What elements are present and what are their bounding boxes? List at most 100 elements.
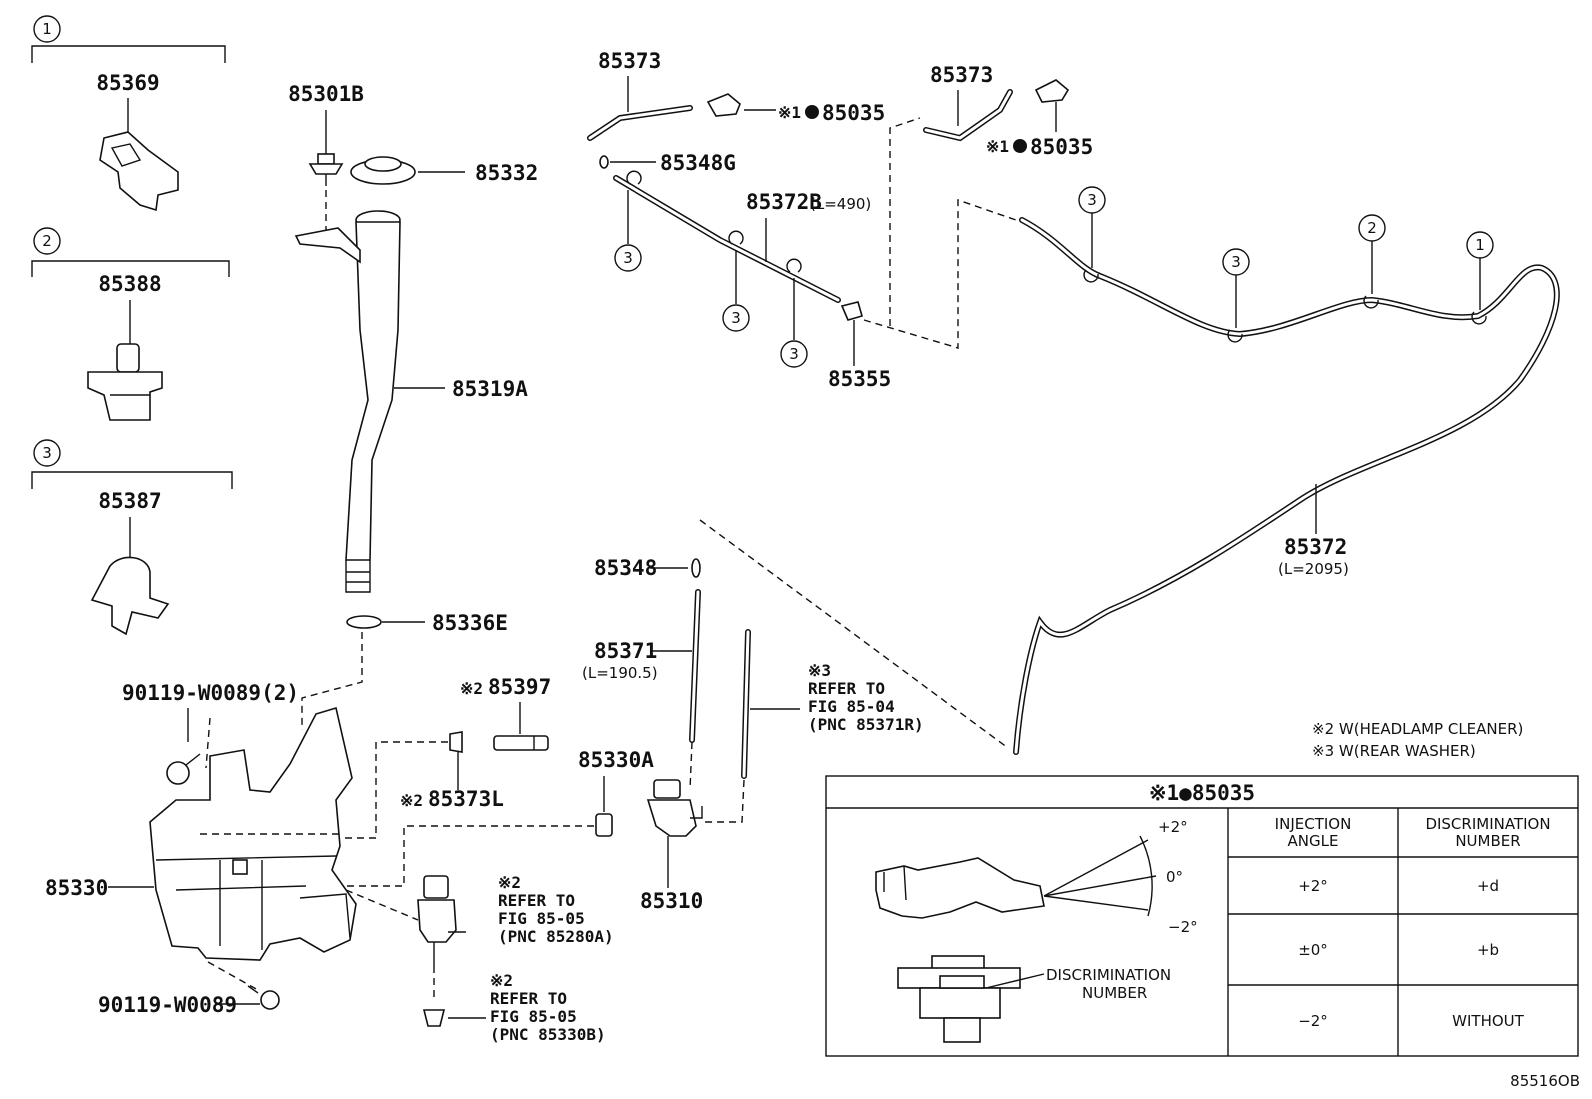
oring-85336E-shape [346,615,382,629]
group-2-number: 2 [42,232,52,250]
ref-85371R-line2[interactable]: FIG 85-04 [808,697,895,716]
table-cell-angle-3: −2° [1298,1012,1328,1030]
note-rear-washer: ※3 W(REAR WASHER) [1312,742,1476,760]
bolt-90119-upper-shape [166,753,201,785]
part-85369-label[interactable]: 85369 [96,71,159,95]
spray-angle-minus: −2° [1168,918,1198,936]
pump-85280A-shape [417,875,466,966]
clip-85301B-shape [308,153,344,186]
spray-angle-plus: +2° [1158,818,1188,836]
part-85397-label[interactable]: 85397 [488,675,551,699]
hose-85372-shape [1013,217,1560,755]
clip-85388-shape [87,343,163,421]
bullet-left-icon [805,105,819,119]
nozzle-table: ※1●85035 INJECTION ANGLE DISCRIMINATION … [825,775,1579,1057]
mark-1-left: ※1 [778,103,801,122]
ref-85280A: ※2 REFER TO FIG 85-05 (PNC 85280A) [498,873,614,946]
table-header-angle: ANGLE [1288,832,1339,850]
ref-85330B-mark: ※2 [490,971,513,990]
part-85336E-label[interactable]: 85336E [432,611,508,635]
tank-assembly: 90119-W0089(2) 85330 90119-W0089 ※2 8539… [45,675,703,1044]
nozzle-85035-left-shape [706,93,741,117]
part-85035-right-label[interactable]: 85035 [1030,135,1093,159]
part-85372B-length: (L=490) [810,195,871,213]
disc-label-line2: NUMBER [1082,984,1147,1002]
part-85371-label[interactable]: 85371 [594,639,657,663]
ref-85280A-line3[interactable]: (PNC 85280A) [498,927,614,946]
table-cell-number-2: +b [1477,941,1499,959]
figure-id: 85516OB [1510,1072,1580,1090]
ref-85371R-line3[interactable]: (PNC 85371R) [808,715,924,734]
part-85310-label[interactable]: 85310 [640,889,703,913]
filler-neck-85319A-shape [294,210,401,593]
ref-85371R-line1[interactable]: REFER TO [808,679,885,698]
grommet-85373L-shape [449,731,463,753]
part-85301B-label[interactable]: 85301B [288,82,364,106]
clip-marker-1: 1 [1475,236,1485,254]
clip-85369-shape [99,131,179,212]
part-85372-length: (L=2095) [1278,560,1349,578]
part-85355-label[interactable]: 85355 [828,367,891,391]
part-85035-left-label[interactable]: 85035 [822,101,885,125]
table-header-discrimination: DISCRIMINATION [1425,815,1550,833]
ref-85280A-line2[interactable]: FIG 85-05 [498,909,585,928]
part-85372B-label[interactable]: 85372B [746,190,822,214]
mark-2-85373L: ※2 [400,791,423,810]
part-85388-label[interactable]: 85388 [98,272,161,296]
group-3-number: 3 [42,444,52,462]
table-header-injection: INJECTION [1275,815,1352,833]
nozzle-85035-right-shape [1034,79,1070,103]
group-2: 2 85388 [31,227,230,421]
spray-angle-zero: 0° [1166,868,1183,886]
part-85330-label[interactable]: 85330 [45,876,108,900]
group-1-number: 1 [42,20,52,38]
cap-85332-shape [350,156,416,185]
clip-marker-3c: 3 [789,345,799,363]
part-85332-label[interactable]: 85332 [475,161,538,185]
bullet-right-icon [1013,139,1027,153]
clip-85387-shape [90,556,170,636]
cap-85348G-shape [599,155,609,169]
part-85373-left-label[interactable]: 85373 [598,49,661,73]
joint-85330B-shape [422,1009,446,1027]
table-cell-angle-2: ±0° [1298,941,1328,959]
ref-85371R: ※3 REFER TO FIG 85-04 (PNC 85371R) [808,661,924,734]
joint-85355-shape [840,301,863,321]
part-85387-label[interactable]: 85387 [98,489,161,513]
part-85319A-label[interactable]: 85319A [452,377,528,401]
cap-85348-shape [691,558,701,578]
part-85373L-label[interactable]: 85373L [428,787,504,811]
ref-85330B-line3[interactable]: (PNC 85330B) [490,1025,606,1044]
grommet-85330A-shape [595,813,613,837]
mark-2-85397: ※2 [460,679,483,698]
plug-85397-shape [493,735,549,751]
table-header-number: NUMBER [1455,832,1520,850]
nozzle-spray-illustration: +2° 0° −2° [875,818,1198,936]
note-headlamp-cleaner: ※2 W(HEADLAMP CLEANER) [1312,720,1523,738]
clip-marker-3d: 3 [1087,191,1097,209]
clip-marker-2: 2 [1367,219,1377,237]
part-85348G-label[interactable]: 85348G [660,151,736,175]
part-85372-label[interactable]: 85372 [1284,535,1347,559]
mark-1-right: ※1 [986,137,1009,156]
part-85348-label[interactable]: 85348 [594,556,657,580]
part-85330A-label[interactable]: 85330A [578,748,654,772]
part-90119-W0089-2-label[interactable]: 90119-W0089(2) [122,681,299,705]
rear-hose-group: 85348 85371 (L=190.5) ※3 REFER TO FIG 85… [582,519,1009,823]
ref-85330B-line2[interactable]: FIG 85-05 [490,1007,577,1026]
upper-hose-group: 85373 ※1 85035 85348G 85372B (L=490) 3 3… [587,49,1560,755]
part-85373-right-label[interactable]: 85373 [930,63,993,87]
clip-marker-3b: 3 [731,309,741,327]
part-85371-length: (L=190.5) [582,664,658,682]
clip-marker-3e: 3 [1231,253,1241,271]
table-title: ※1●85035 [1149,781,1255,805]
group-1: 1 85369 [31,15,226,212]
group-3: 3 85387 [31,439,233,636]
clip-marker-3a: 3 [623,249,633,267]
ref-85330B-line1[interactable]: REFER TO [490,989,567,1008]
ref-85280A-line1[interactable]: REFER TO [498,891,575,910]
table-cell-angle-1: +2° [1298,877,1328,895]
bolt-90119-lower-shape [247,985,280,1010]
part-90119-W0089-label[interactable]: 90119-W0089 [98,993,237,1017]
